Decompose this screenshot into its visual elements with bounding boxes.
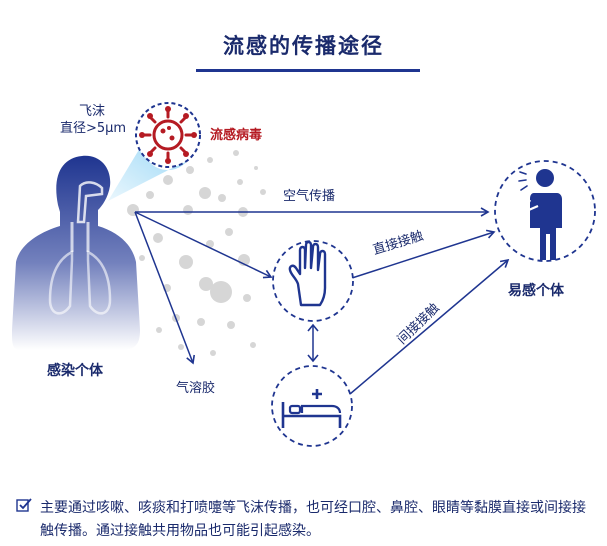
coughing-person-icon (494, 160, 596, 262)
aerosol-arrow (134, 211, 196, 365)
bed-icon (271, 365, 353, 447)
direct-contact-arrow (351, 229, 496, 279)
footnote: 主要通过咳嗽、咳痰和打喷嚏等飞沫传播，也可经口腔、鼻腔、眼睛等黏膜直接或间接接触… (16, 497, 596, 543)
susceptible-individual-label: 易感个体 (508, 283, 564, 299)
infected-individual-label: 感染个体 (47, 363, 103, 379)
droplet-label: 飞沫 (79, 104, 106, 119)
aerosol-label: 气溶胶 (176, 381, 216, 396)
infected-person-silhouette (12, 155, 140, 350)
airborne-transmission-label: 空气传播 (283, 189, 336, 204)
droplet-size-label: 直径>5μm (60, 121, 127, 136)
checkbox-icon (16, 497, 32, 521)
virus-icon (135, 102, 201, 168)
aerosol-droplets (127, 150, 266, 356)
transmission-arrows (134, 207, 510, 395)
droplet-to-hand-arrow (134, 211, 273, 279)
hand-icon (272, 240, 354, 322)
indirect-contact-arrow (349, 258, 510, 395)
title-underline (196, 69, 420, 72)
footnote-text: 主要通过咳嗽、咳痰和打喷嚏等飞沫传播，也可经口腔、鼻腔、眼睛等黏膜直接或间接接触… (40, 500, 586, 539)
cough-spray-cone (108, 143, 188, 201)
page-title: 流感的传播途径 (223, 34, 384, 58)
virus-label: 流感病毒 (210, 128, 263, 143)
